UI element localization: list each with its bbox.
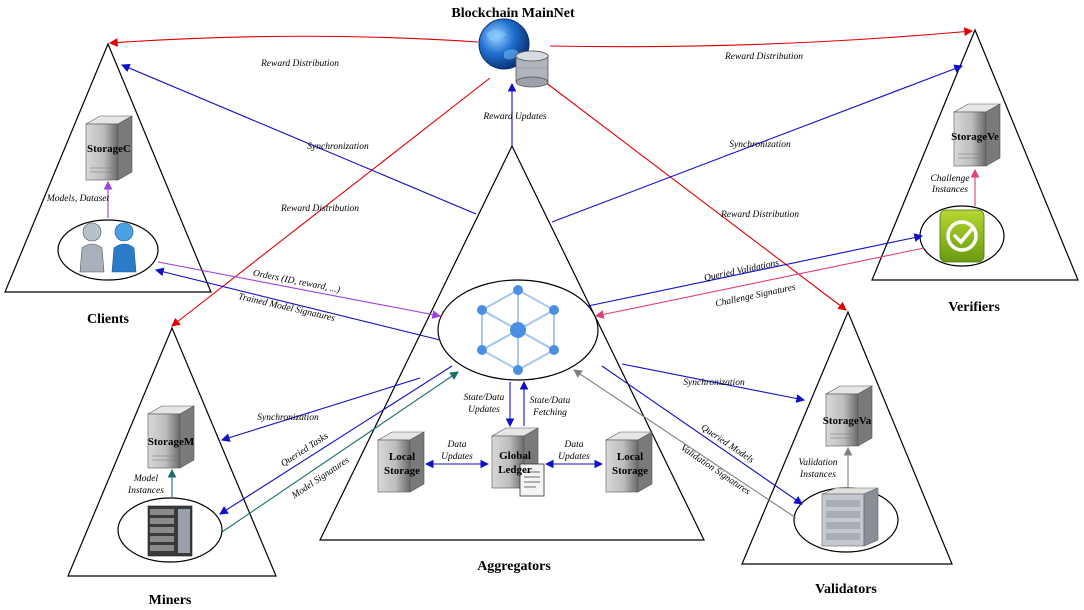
sync-arrow-validators	[621, 363, 806, 403]
users-icon	[79, 222, 137, 273]
data-updates-right-label-2: Updates	[558, 452, 590, 462]
blockchain-icon	[478, 18, 549, 88]
verifiers-triangle	[871, 28, 1079, 281]
orders-arrow	[157, 261, 442, 319]
ledger-document-icon	[519, 463, 545, 497]
validation-instances-label-1: Validation	[798, 458, 837, 468]
verifiers-title: Verifiers	[948, 300, 1000, 315]
reward-dist-validators-label: Reward Distribution	[720, 210, 799, 220]
verify-check-icon	[939, 209, 985, 263]
data-updates-left-label-2: Updates	[441, 452, 473, 462]
queried-models-arrow	[601, 365, 803, 505]
trained-signatures-label: Trained Model Signatures	[237, 292, 336, 324]
challenge-instances-label-1: Challenge	[930, 174, 969, 184]
sync-arrow-verifiers	[551, 64, 964, 223]
miners-title: Miners	[149, 593, 192, 608]
state-updates-label-2: Updates	[468, 405, 500, 415]
storage-verifiers-label: StorageVe	[951, 131, 999, 143]
network-nodes	[477, 285, 559, 375]
models-dataset-label: Models, Dataset	[46, 194, 110, 204]
local-storage-right-label-1: Local	[617, 451, 643, 463]
storage-clients-label: StorageC	[87, 143, 131, 155]
validators-title: Validators	[815, 582, 877, 597]
sync-clients-label: Synchronization	[307, 142, 369, 152]
model-signatures-arrow	[221, 371, 459, 533]
clients-title: Clients	[87, 312, 130, 327]
state-fetching-label-2: Fetching	[532, 408, 567, 418]
storage-miners-server-icon	[146, 405, 196, 469]
storage-clients-server-icon	[84, 115, 134, 181]
storage-validators-server-icon	[824, 385, 874, 447]
state-updates-label-1: State/Data	[464, 393, 505, 403]
trained-signatures-arrow	[154, 267, 441, 341]
challenge-signatures-label: Challenge Signatures	[715, 283, 797, 310]
reward-arrow-miners	[171, 77, 491, 327]
server-rack-icon	[147, 505, 193, 557]
reward-dist-right-label: Reward Distribution	[724, 52, 803, 62]
clients-ellipse	[57, 219, 159, 281]
model-instances-label-2: Instances	[127, 486, 164, 496]
sync-validators-label: Synchronization	[683, 378, 745, 388]
clients-triangle	[4, 42, 212, 293]
reward-dist-miners-label: Reward Distribution	[280, 204, 359, 214]
model-instances-label-1: Model	[133, 474, 159, 484]
local-storage-left-label-2: Storage	[384, 465, 420, 477]
validation-instances-label-2: Instances	[799, 470, 836, 480]
validation-signatures-arrow	[573, 369, 797, 519]
reward-dist-left-label: Reward Distribution	[260, 59, 339, 69]
data-updates-right-label-1: Data	[564, 440, 584, 450]
mainnet-title: Blockchain MainNet	[451, 6, 575, 21]
local-storage-left-label-1: Local	[389, 451, 415, 463]
orders-label: Orders (ID, reward, ...)	[252, 268, 341, 296]
validators-triangle	[741, 310, 953, 565]
local-storage-right-label-2: Storage	[612, 465, 648, 477]
global-ledger-label-2: Ledger	[498, 464, 532, 476]
reward-updates-label: Reward Updates	[482, 112, 547, 122]
queried-validations-arrow	[587, 233, 924, 307]
challenge-signatures-arrow	[594, 247, 925, 319]
storage-verifiers-server-icon	[952, 103, 1002, 167]
aggregators-triangle	[319, 144, 705, 541]
local-storage-left-server-icon	[376, 431, 426, 493]
reward-arrow-clients	[108, 35, 479, 47]
aggregators-title: Aggregators	[477, 559, 551, 574]
sync-arrow-miners	[220, 377, 421, 442]
challenge-instances-label-2: Instances	[931, 185, 968, 195]
sync-miners-label: Synchronization	[257, 413, 319, 423]
server-stack-icon	[821, 487, 879, 547]
storage-miners-label: StorageM	[148, 436, 195, 448]
data-updates-left-label-1: Data	[447, 440, 467, 450]
sync-arrow-clients	[120, 63, 477, 215]
local-storage-right-server-icon	[604, 431, 654, 493]
reward-arrow-validators	[544, 81, 847, 311]
miners-triangle	[67, 326, 277, 577]
storage-validators-label: StorageVa	[823, 415, 872, 427]
sync-verifiers-label: Synchronization	[729, 140, 791, 150]
global-ledger-label-1: Global	[499, 450, 531, 462]
queried-tasks-arrow	[219, 365, 453, 515]
state-fetching-label-1: State/Data	[530, 396, 571, 406]
reward-arrow-verifiers	[549, 27, 974, 48]
